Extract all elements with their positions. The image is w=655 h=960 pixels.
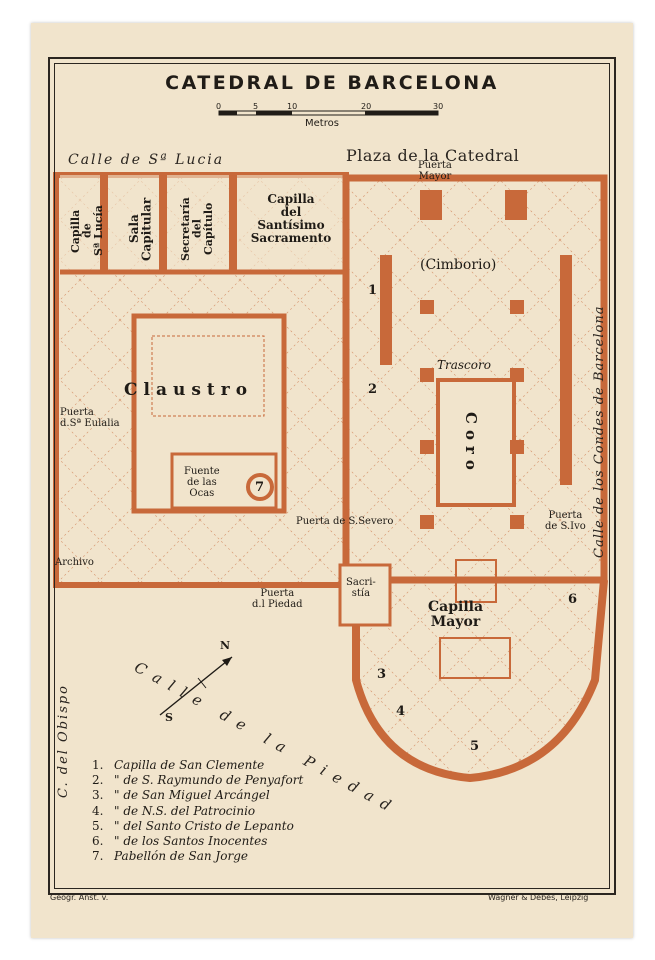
scale-tick: 0	[216, 102, 222, 111]
legend-row: 2. " de S. Raymundo de Penyafort	[92, 773, 303, 788]
label-trascoro: Trascoro	[437, 358, 491, 372]
street-calle-obispo: C. del Obispo	[56, 684, 71, 799]
label-sacristia: Sacri- stía	[346, 577, 376, 599]
legend-number: 2.	[92, 773, 104, 788]
legend-text: " de N.S. del Patrocinio	[114, 803, 256, 818]
credit-engraver: Geogr. Anst. v.	[50, 893, 109, 902]
label-fuente-ocas: Fuente de las Ocas	[184, 466, 220, 499]
label-secretaria-capitulo: Secretaría del Capítulo	[179, 197, 216, 261]
legend-number: 7.	[92, 849, 104, 864]
legend-number: 5.	[92, 818, 104, 833]
label-puerta-piedad: Puerta d.l Piedad	[252, 588, 303, 610]
cloister-plan	[53, 172, 349, 588]
legend-number: 6.	[92, 834, 104, 849]
label-claustro: Claustro	[124, 380, 254, 400]
compass-arrow	[159, 656, 233, 716]
chapel-number-3: 3	[377, 667, 387, 682]
cathedral-piers	[380, 190, 572, 529]
chapel-number-2: 2	[368, 382, 378, 397]
plaza-catedral-label: Plaza de la Catedral	[346, 146, 520, 165]
chapel-legend: 1. Capilla de San Clemente 2. " de S. Raym…	[92, 758, 303, 864]
legend-row: 1. Capilla de San Clemente	[92, 758, 303, 773]
chapel-number-6: 6	[568, 592, 578, 607]
label-archivo: Archivo	[55, 557, 94, 568]
credit-publisher: Wagner & Debes, Leipzig	[488, 893, 589, 902]
map-outer-frame	[48, 57, 616, 895]
legend-text: " de San Miguel Arcángel	[114, 788, 270, 803]
legend-row: 5. " del Santo Cristo de Lepanto	[92, 819, 303, 834]
label-puerta-santa-eulalia: Puerta d.Sª Eulalia	[60, 407, 120, 429]
legend-row: 4. " de N.S. del Patrocinio	[92, 804, 303, 819]
label-puerta-mayor: Puerta Mayor	[418, 160, 452, 182]
scale-tick: 5	[253, 102, 259, 111]
legend-row: 3. " de San Miguel Arcángel	[92, 788, 303, 803]
chapel-number-5: 5	[470, 739, 480, 754]
scale-tick: 10	[287, 102, 298, 111]
chapel-number-4: 4	[396, 704, 406, 719]
legend-number: 3.	[92, 788, 104, 803]
compass-north-label: N	[220, 639, 231, 652]
legend-row: 6. " de los Santos Inocentes	[92, 834, 303, 849]
label-capilla-mayor: Capilla Mayor	[428, 599, 484, 631]
label-sala-capitular: Sala Capitular	[127, 197, 154, 261]
legend-text: " de S. Raymundo de Penyafort	[114, 773, 304, 788]
legend-text: Pabellón de San Jorge	[114, 849, 248, 864]
legend-number: 4.	[92, 803, 104, 818]
legend-text: " de los Santos Inocentes	[114, 834, 268, 849]
cathedral-plan	[338, 174, 608, 783]
scale-tick: 30	[433, 102, 444, 111]
label-puerta-san-ivo: Puerta de S.Ivo	[545, 510, 586, 532]
label-capilla-santa-lucia: Capilla de Sª Lucía	[69, 205, 106, 257]
map-inner-frame	[54, 63, 610, 889]
compass-south-label: S	[165, 711, 173, 724]
scale-bar	[218, 110, 439, 116]
chapel-number-7: 7	[255, 480, 265, 495]
label-cimborio: (Cimborio)	[420, 257, 497, 273]
label-capilla-santisimo: Capilla del Santísimo Sacramento	[250, 192, 332, 245]
chapel-number-1: 1	[368, 283, 378, 298]
legend-number: 1.	[92, 758, 104, 772]
map-title: CATEDRAL DE BARCELONA	[165, 72, 499, 94]
label-coro: Coro	[461, 412, 480, 476]
scale-tick: 20	[361, 102, 372, 111]
legend-text: " del Santo Cristo de Lepanto	[114, 818, 294, 833]
street-calle-santa-lucia: Calle de Sª Lucia	[68, 152, 225, 168]
scale-unit-label: Metros	[305, 118, 339, 129]
street-calle-condes: Calle de los Condes de Barcelona	[592, 305, 607, 559]
legend-row: 7. Pabellón de San Jorge	[92, 849, 303, 864]
label-puerta-san-severo: Puerta de S.Severo	[296, 516, 394, 527]
legend-text: Capilla de San Clemente	[114, 758, 265, 772]
